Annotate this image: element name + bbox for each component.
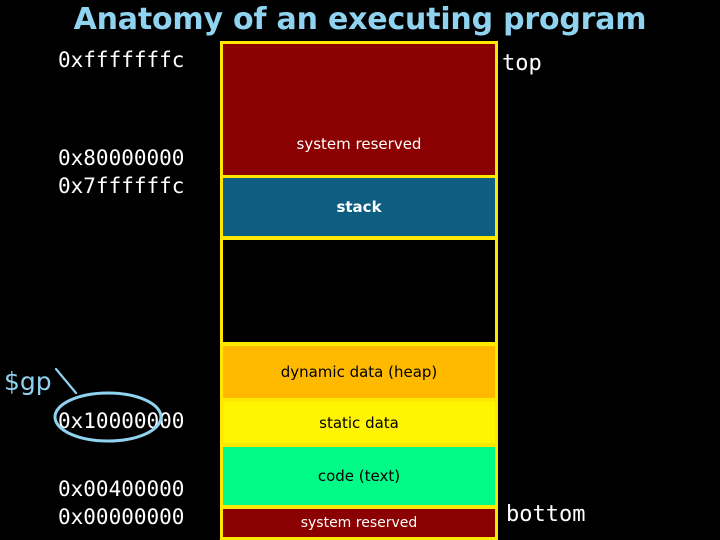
memory-block-heap: dynamic data (heap) xyxy=(220,343,498,401)
memory-block-system-reserved-bottom: system reserved xyxy=(220,506,498,540)
address-label-7ffffffc: 0x7ffffffc xyxy=(58,174,185,198)
address-label-00400000: 0x00400000 xyxy=(58,477,185,501)
memory-map: system reserved stack dynamic data (heap… xyxy=(220,41,498,540)
memory-block-system-reserved-top: system reserved xyxy=(220,41,498,178)
memory-block-label: system reserved xyxy=(300,515,418,531)
address-label-10000000: 0x10000000 xyxy=(58,409,185,433)
memory-block-label: code (text) xyxy=(317,467,401,485)
memory-block-stack: stack xyxy=(220,175,498,239)
gp-leader-line xyxy=(54,367,78,395)
top-edge-label: top xyxy=(502,51,542,76)
memory-block-code-text: code (text) xyxy=(220,444,498,508)
memory-block-label: system reserved xyxy=(296,135,422,153)
address-label-fffffffc: 0xfffffffc xyxy=(58,48,185,72)
memory-block-static-data: static data xyxy=(220,399,498,446)
page-title: Anatomy of an executing program xyxy=(73,2,647,37)
address-label-00000000: 0x00000000 xyxy=(58,505,185,529)
memory-block-label: stack xyxy=(336,198,382,216)
memory-block-label: static data xyxy=(319,413,399,432)
address-label-80000000: 0x80000000 xyxy=(58,146,185,170)
memory-block-label: dynamic data (heap) xyxy=(280,363,438,381)
bottom-edge-label: bottom xyxy=(506,502,586,527)
memory-block-free-gap xyxy=(220,237,498,345)
gp-register-label: $gp xyxy=(4,367,52,396)
